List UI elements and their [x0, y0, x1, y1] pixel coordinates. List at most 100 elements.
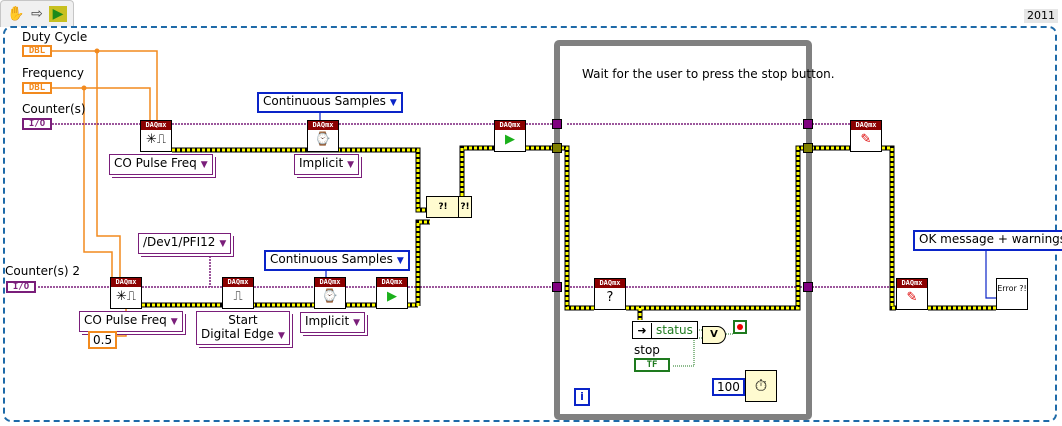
trigger-2-ring[interactable]: Start Digital Edge▼: [196, 311, 290, 345]
task-wires: [38, 123, 896, 288]
stop-condition-icon: [737, 324, 743, 330]
create-channel-2-node[interactable]: DAQmx ✳⎍: [110, 277, 142, 309]
start-icon: ▶: [387, 289, 397, 304]
loop-condition[interactable]: [733, 320, 747, 334]
clear-task-1-node[interactable]: DAQmx ✎: [850, 120, 882, 152]
task-tunnel-out-1: [803, 119, 813, 129]
chevron-down-icon: ▼: [353, 318, 361, 328]
error-tunnel-out: [803, 143, 813, 153]
status-unbundle: ➜ status: [632, 321, 698, 339]
wait-ms-constant[interactable]: 100: [712, 378, 745, 396]
timing-2-ring[interactable]: Implicit▼: [300, 312, 366, 333]
error-tunnel-in: [552, 143, 562, 153]
is-task-done-node[interactable]: DAQmx ?: [594, 278, 626, 310]
daqmx-header: DAQmx: [223, 278, 253, 287]
counters-control[interactable]: I/O: [22, 118, 52, 130]
chevron-down-icon: ▼: [389, 98, 397, 108]
metronome-icon: ⏱: [745, 370, 777, 402]
or-gate: V: [702, 326, 726, 344]
start-icon: ▶: [505, 132, 515, 147]
start-task-1-node[interactable]: DAQmx ▶: [494, 120, 526, 152]
ring-value: CO Pulse Freq: [114, 156, 197, 170]
counters2-label: Counter(s) 2: [5, 264, 81, 278]
clock-icon: ⌚: [321, 289, 339, 304]
timing-1-node[interactable]: DAQmx ⌚: [307, 120, 339, 152]
counters2-control[interactable]: I/O: [6, 281, 36, 293]
daqmx-header: DAQmx: [377, 278, 407, 287]
merge-errors-node[interactable]: ?!: [426, 196, 460, 218]
wire-duty-cycle: [52, 50, 158, 122]
daqmx-header: DAQmx: [315, 278, 345, 287]
enum-value: Continuous Samples: [270, 252, 393, 266]
toolbar: ✋ ⇨ ▶: [0, 0, 74, 27]
sample-mode-enum-2[interactable]: Continuous Samples▼: [264, 250, 410, 271]
eraser-icon: ✎: [906, 290, 918, 305]
simple-error-handler[interactable]: Error ?!: [996, 278, 1028, 310]
clear-task-2-node[interactable]: DAQmx ✎: [896, 278, 928, 310]
sample-mode-enum-1[interactable]: Continuous Samples▼: [257, 92, 403, 113]
ring-value: Implicit: [299, 156, 344, 170]
vi-icon[interactable]: ▶: [49, 6, 67, 22]
loop-comment: Wait for the user to press the stop butt…: [582, 67, 835, 81]
question-icon: ?: [606, 290, 614, 305]
timing-1-ring[interactable]: Implicit▼: [294, 154, 360, 175]
merge-errors-output: ?!: [458, 196, 472, 218]
pulse-icon: ✳⎍: [116, 289, 136, 304]
daqmx-header: DAQmx: [897, 279, 927, 288]
task-tunnel-in-1: [552, 119, 562, 129]
daqmx-header: DAQmx: [851, 121, 881, 130]
pulse-icon: ✳⎍: [146, 132, 166, 147]
wire-frequency-2: [83, 88, 113, 278]
task-tunnel-out-2: [803, 282, 813, 292]
create-channel-2-ring[interactable]: CO Pulse Freq▼: [79, 311, 183, 332]
chevron-down-icon: ▼: [347, 160, 355, 170]
unbundle-arrow-icon: ➜: [633, 323, 652, 339]
frequency-label: Frequency: [22, 66, 84, 80]
chevron-down-icon: ▼: [219, 239, 227, 249]
timing-2-node[interactable]: DAQmx ⌚: [314, 277, 346, 309]
duty-cycle-control[interactable]: DBL: [22, 45, 52, 57]
trigger-source-terminal[interactable]: /Dev1/PFI12▼: [138, 233, 232, 254]
ring-value: Implicit: [305, 314, 350, 328]
wire-duty-cycle-2: [96, 51, 121, 278]
iteration-terminal: i: [574, 388, 590, 406]
clock-icon: ⌚: [314, 132, 332, 147]
hand-icon[interactable]: ✋: [7, 6, 25, 22]
counters-label: Counter(s): [22, 102, 86, 116]
daqmx-header: DAQmx: [595, 279, 625, 288]
trigger-2-node[interactable]: DAQmx ⎍: [222, 277, 254, 309]
create-channel-1-ring[interactable]: CO Pulse Freq▼: [109, 154, 213, 175]
daqmx-header: DAQmx: [111, 278, 141, 287]
status-label: status: [656, 323, 693, 337]
frequency-control[interactable]: DBL: [22, 82, 52, 94]
block-diagram-frame: [3, 26, 1057, 422]
duty-cycle-label: Duty Cycle: [22, 30, 88, 44]
chevron-down-icon: ▼: [396, 256, 404, 266]
chevron-down-icon: ▼: [170, 317, 178, 327]
daqmx-header: DAQmx: [495, 121, 525, 130]
enum-value: Continuous Samples: [263, 94, 386, 108]
arrow-icon[interactable]: ⇨: [31, 6, 43, 22]
daqmx-header: DAQmx: [141, 121, 171, 130]
dialog-type-enum[interactable]: OK message + warnings▼: [913, 230, 1062, 251]
terminal-value: /Dev1/PFI12: [143, 235, 216, 249]
create-channel-1-node[interactable]: DAQmx ✳⎍: [140, 120, 172, 152]
task-tunnel-in-2: [552, 282, 562, 292]
daqmx-header: DAQmx: [308, 121, 338, 130]
stop-control[interactable]: TF: [634, 358, 670, 372]
enum-value: OK message + warnings: [919, 232, 1062, 246]
start-task-2-node[interactable]: DAQmx ▶: [376, 277, 408, 309]
while-loop[interactable]: [554, 40, 812, 420]
version-label: 2011: [1024, 9, 1058, 23]
error-wires: [142, 146, 996, 320]
chevron-down-icon: ▼: [277, 331, 285, 341]
ring-value: CO Pulse Freq: [84, 313, 167, 327]
chevron-down-icon: ▼: [200, 160, 208, 170]
ring-line1: Start: [228, 313, 258, 327]
ring-line2: Digital Edge: [201, 327, 274, 341]
stop-label: stop: [634, 343, 660, 357]
digital-edge-icon: ⎍: [233, 289, 243, 304]
duty-constant[interactable]: 0.5: [88, 331, 118, 349]
eraser-icon: ✎: [860, 132, 872, 147]
